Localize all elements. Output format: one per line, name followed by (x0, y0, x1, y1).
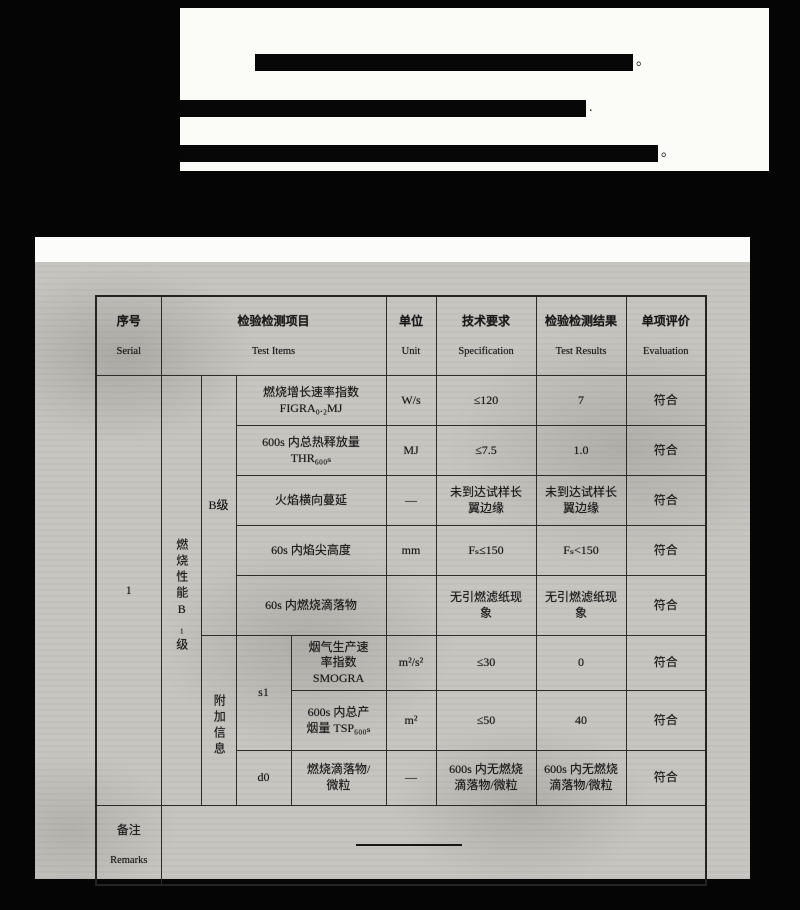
header-result-zh: 检验检测结果 (545, 313, 618, 328)
unit-cell: m² (385, 690, 437, 752)
unit-cell: mm (385, 525, 437, 577)
test-report-table: 序号 Serial 检验检测项目 Test Items 单位 Unit 技术要求… (95, 295, 708, 887)
col-header-unit: 单位 Unit (385, 295, 437, 377)
spec-cell: ≤7.5 (435, 425, 537, 477)
eval-cell: 符合 (625, 635, 707, 692)
line-suffix: 。 (661, 145, 675, 160)
unit-cell: m²/s² (385, 635, 437, 692)
remarks-line (355, 844, 462, 847)
header-unit-zh: 单位 (399, 313, 424, 328)
col-header-test-items: 检验检测项目 Test Items (160, 295, 387, 377)
spec-cell: 未到达试样长 翼边缘 (435, 475, 537, 527)
remarks-row: 备注 Remarks (95, 805, 707, 886)
eval-cell: 符合 (625, 375, 707, 427)
header-serial-en: Serial (116, 345, 142, 357)
item-name-cell: 燃烧滴落物/ 微粒 (290, 750, 387, 807)
group-d0-cell: d0 (235, 750, 292, 807)
result-cell: 0 (535, 635, 627, 692)
remarks-zh: 备注 (116, 822, 141, 837)
item-name-cell: 火焰横向蔓延 (235, 475, 387, 527)
scanned-document: 序号 Serial 检验检测项目 Test Items 单位 Unit 技术要求… (35, 262, 750, 887)
header-items-zh: 检验检测项目 (237, 313, 310, 328)
remarks-en: Remarks (110, 854, 148, 866)
eval-cell: 符合 (625, 750, 707, 807)
redacted-line: 。 (180, 144, 675, 162)
category-label: 燃烧性能B₁级 (174, 538, 189, 655)
document-top-margin (35, 237, 750, 262)
redacted-line: . (180, 99, 593, 117)
result-cell: 40 (535, 690, 627, 752)
eval-cell: 符合 (625, 475, 707, 527)
eval-cell: 符合 (625, 690, 707, 752)
header-result-en: Test Results (555, 345, 607, 357)
remarks-label-cell: 备注 Remarks (95, 805, 162, 886)
col-header-evaluation: 单项评价 Evaluation (625, 295, 707, 377)
header-unit-en: Unit (401, 345, 421, 357)
table-row: d0 燃烧滴落物/ 微粒 — 600s 内无燃烧 滴落物/微粒 600s 内无燃… (96, 750, 707, 807)
redacted-line: 。 (255, 53, 650, 71)
result-cell: 600s 内无燃烧 滴落物/微粒 (535, 750, 627, 807)
spec-cell: 无引燃滤纸现 象 (435, 575, 537, 637)
item-name-cell: 燃烧增长速率指数 FIGRA₀.₂MJ (235, 375, 387, 427)
eval-cell: 符合 (625, 425, 707, 477)
col-header-serial: 序号 Serial (95, 295, 162, 377)
unit-cell: W/s (385, 375, 437, 427)
top-text-block: 。 . 。 (180, 8, 769, 171)
spec-cell: ≤30 (435, 635, 537, 692)
item-name-cell: 600s 内总产 烟量 TSP₆₀₀ₛ (290, 690, 387, 752)
table-row: 60s 内燃烧滴落物 无引燃滤纸现 象 无引燃滤纸现 象 符合 (96, 575, 707, 637)
header-spec-zh: 技术要求 (462, 313, 511, 328)
item-name-cell: 60s 内焰尖高度 (235, 525, 387, 577)
remarks-content-cell (160, 805, 707, 886)
header-eval-en: Evaluation (643, 345, 689, 357)
header-serial-zh: 序号 (116, 313, 141, 328)
table-row: 600s 内总产 烟量 TSP₆₀₀ₛ m² ≤50 40 符合 (96, 690, 707, 752)
group-additional-info-cell: 附加信息 (200, 635, 237, 807)
serial-cell: 1 (95, 375, 162, 807)
eval-cell: 符合 (625, 525, 707, 577)
item-name-cell: 烟气生产速 率指数 SMOGRA (290, 635, 387, 692)
table-row: 60s 内焰尖高度 mm Fₛ≤150 Fₛ<150 符合 (96, 525, 707, 577)
result-cell: Fₛ<150 (535, 525, 627, 577)
result-cell: 1.0 (535, 425, 627, 477)
header-eval-zh: 单项评价 (641, 313, 690, 328)
additional-info-label: 附加信息 (212, 694, 227, 759)
unit-cell (385, 575, 437, 637)
table-row: 附加信息 s1 烟气生产速 率指数 SMOGRA m²/s² ≤30 0 符合 (96, 635, 707, 807)
table-header-row: 序号 Serial 检验检测项目 Test Items 单位 Unit 技术要求… (95, 295, 707, 377)
col-header-specification: 技术要求 Specification (435, 295, 537, 377)
unit-cell: — (385, 750, 437, 807)
redaction-bar (180, 99, 586, 117)
category-cell: 燃烧性能B₁级 (160, 375, 202, 807)
line-suffix: . (589, 100, 593, 115)
spec-cell: ≤120 (435, 375, 537, 427)
group-b-class-cell: B级 (200, 375, 237, 637)
group-s1-cell: s1 (235, 635, 292, 752)
result-cell: 无引燃滤纸现 象 (535, 575, 627, 637)
spec-cell: Fₛ≤150 (435, 525, 537, 577)
redaction-bar (180, 144, 658, 162)
spec-cell: ≤50 (435, 690, 537, 752)
result-cell: 未到达试样长 翼边缘 (535, 475, 627, 527)
col-header-results: 检验检测结果 Test Results (535, 295, 627, 377)
spec-cell: 600s 内无燃烧 滴落物/微粒 (435, 750, 537, 807)
table-row: 火焰横向蔓延 — 未到达试样长 翼边缘 未到达试样长 翼边缘 符合 (96, 475, 707, 527)
unit-cell: — (385, 475, 437, 527)
result-cell: 7 (535, 375, 627, 427)
header-items-en: Test Items (251, 345, 296, 357)
item-name-cell: 60s 内燃烧滴落物 (235, 575, 387, 637)
unit-cell: MJ (385, 425, 437, 477)
table-row: 600s 内总热释放量 THR₆₀₀ₛ MJ ≤7.5 1.0 符合 (96, 425, 707, 477)
line-suffix: 。 (636, 54, 650, 69)
item-name-cell: 600s 内总热释放量 THR₆₀₀ₛ (235, 425, 387, 477)
header-spec-en: Specification (458, 345, 514, 357)
redaction-bar (255, 53, 633, 71)
table-row: 1 燃烧性能B₁级 B级 燃烧增长速率指数 FIGRA₀.₂MJ W/s ≤12… (95, 375, 707, 807)
eval-cell: 符合 (625, 575, 707, 637)
